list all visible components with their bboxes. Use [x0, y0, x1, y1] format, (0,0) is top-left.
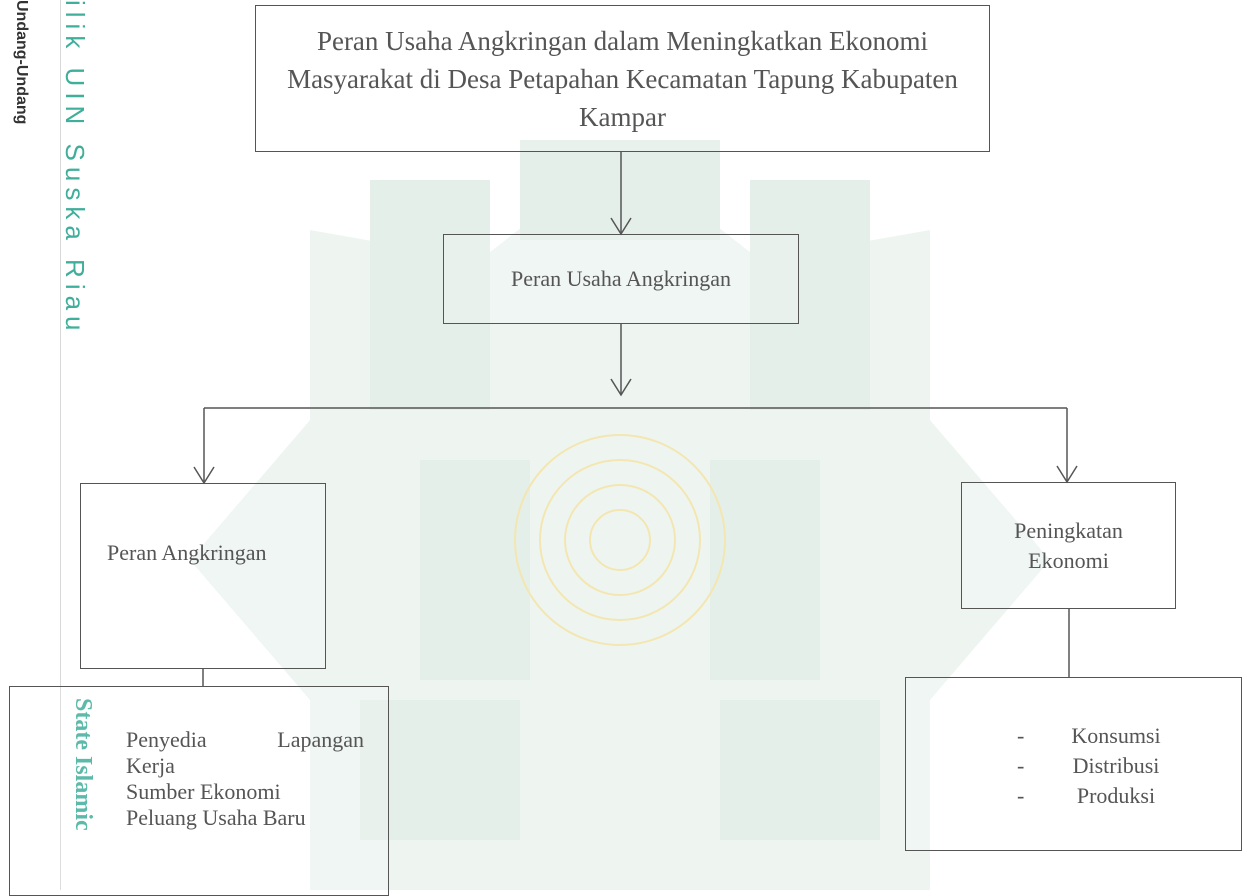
right-box: Peningkatan Ekonomi	[961, 482, 1176, 609]
right-list-item-text: Produksi	[1076, 783, 1156, 808]
watermark-owner-text: ilik UIN Suska Riau	[60, 0, 90, 337]
watermark-center-ornament	[514, 434, 726, 646]
watermark-law-text: Undang-Undang	[13, 0, 30, 125]
arrowhead-mid-to-branch	[610, 378, 632, 397]
right-list-item: - Distribusi	[906, 751, 1242, 781]
arrowhead-top-to-mid	[610, 217, 632, 236]
left-list-box: Penyedia Lapangan Kerja Sumber Ekonomi P…	[9, 686, 389, 896]
mid-box: Peran Usaha Angkringan	[443, 234, 799, 324]
list-bullet: -	[1017, 783, 1025, 808]
watermark-block	[520, 140, 720, 240]
left-box-text: Peran Angkringan	[107, 540, 267, 565]
watermark-block	[720, 700, 880, 840]
left-list-item: Peluang Usaha Baru	[126, 805, 306, 830]
left-margin-rule	[60, 0, 61, 890]
list-bullet: -	[1017, 753, 1025, 778]
right-list-item-text: Distribusi	[1072, 753, 1160, 778]
right-box-text: Peningkatan Ekonomi	[1014, 517, 1123, 573]
left-list-item: Sumber Ekonomi	[126, 779, 281, 804]
right-list: - Konsumsi - Distribusi - Produksi	[906, 721, 1242, 811]
watermark-block	[710, 460, 820, 680]
top-box: Peran Usaha Angkringan dalam Meningkatka…	[255, 5, 990, 152]
mid-box-text: Peran Usaha Angkringan	[511, 266, 731, 291]
right-list-item: - Produksi	[906, 781, 1242, 811]
left-box: Peran Angkringan	[80, 483, 326, 669]
arrowhead-branch-right	[1056, 465, 1078, 484]
top-box-text: Peran Usaha Angkringan dalam Meningkatka…	[287, 25, 958, 132]
left-list-item: Kerja	[126, 753, 175, 778]
left-list: Penyedia Lapangan Kerja Sumber Ekonomi P…	[126, 727, 364, 831]
right-list-item: - Konsumsi	[906, 721, 1242, 751]
watermark-block	[420, 460, 530, 680]
arrowhead-branch-left	[193, 466, 215, 485]
left-list-item: Penyedia Lapangan	[126, 727, 364, 752]
right-list-box: - Konsumsi - Distribusi - Produksi	[905, 677, 1242, 851]
list-bullet: -	[1017, 723, 1025, 748]
right-list-item-text: Konsumsi	[1071, 723, 1161, 748]
